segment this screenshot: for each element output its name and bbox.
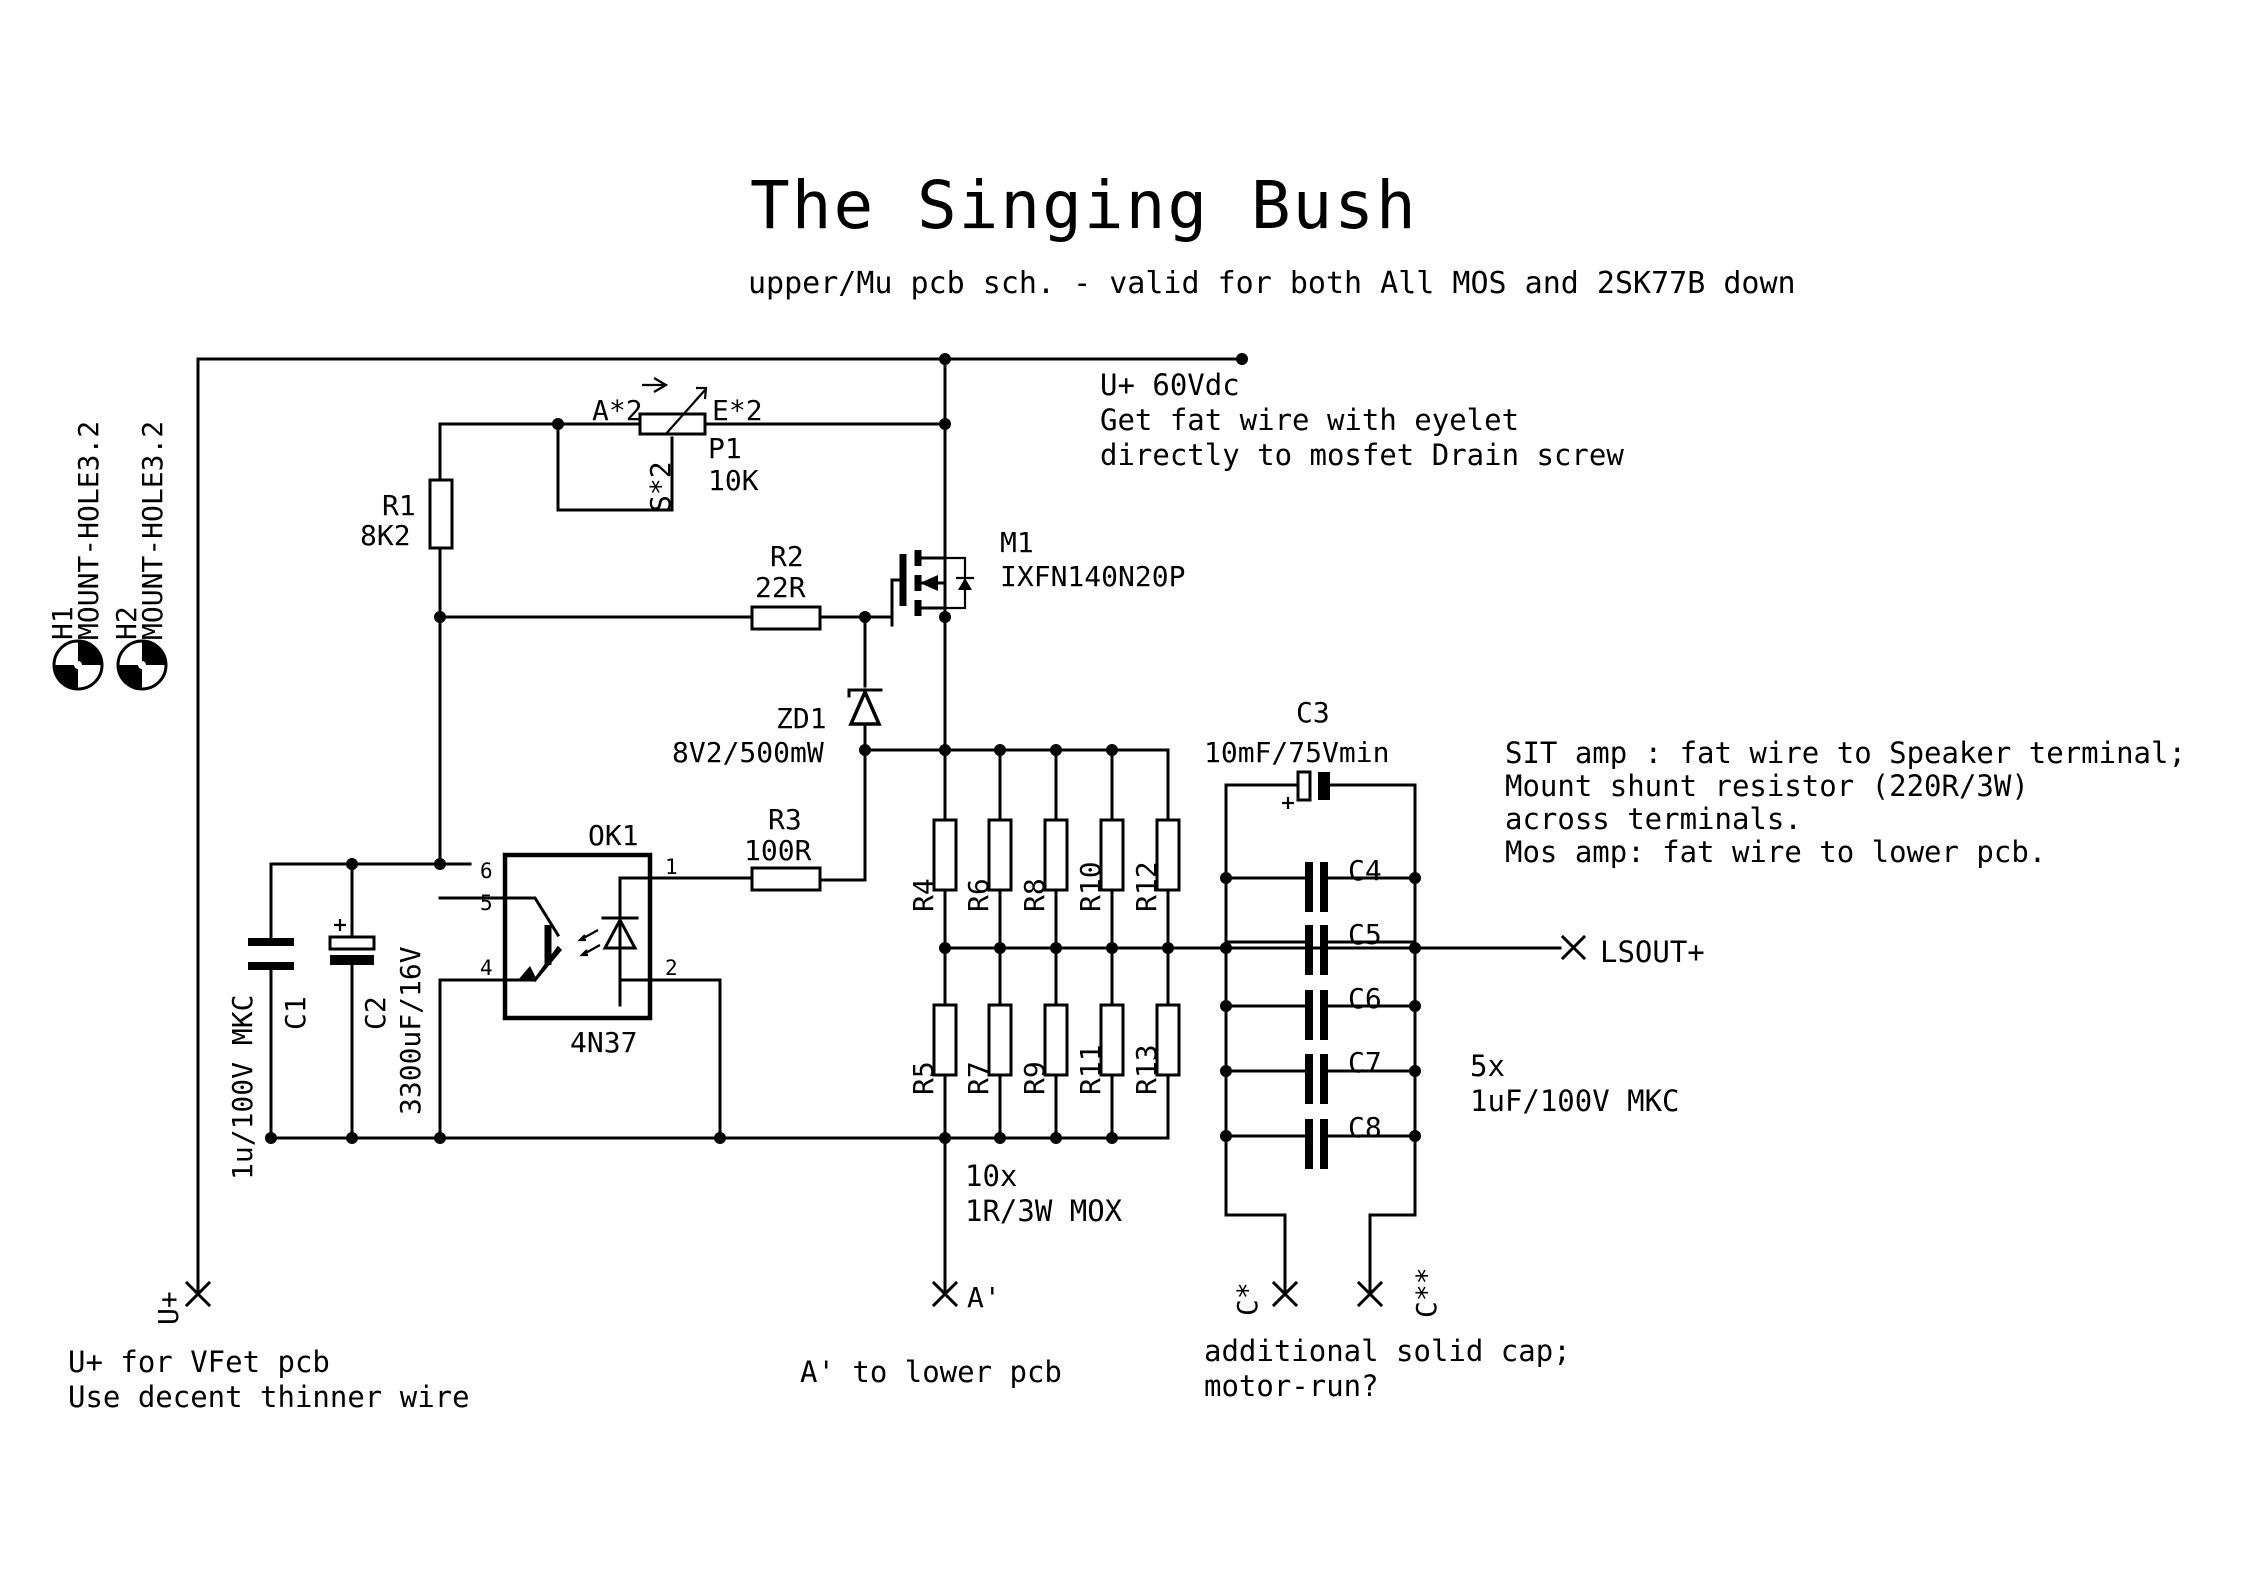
resistor-note-line1: 10x — [965, 1159, 1017, 1193]
c5-name: C5 — [1348, 918, 1382, 951]
p1-name: P1 — [708, 432, 742, 465]
c8-name: C8 — [1348, 1111, 1382, 1144]
supply-note-line3: directly to mosfet Drain screw — [1100, 438, 1624, 472]
aprime-label: A' — [967, 1281, 1001, 1314]
c6-name: C6 — [1348, 982, 1382, 1015]
r5-name: R5 — [907, 1061, 940, 1095]
c1-value: 1u/100V MKC — [226, 995, 259, 1180]
m1-name: M1 — [1000, 526, 1034, 559]
r9-name: R9 — [1018, 1061, 1051, 1095]
resistor-r2: R2 22R — [750, 540, 822, 631]
c1-name: C1 — [279, 996, 312, 1030]
r2-value: 22R — [755, 571, 806, 604]
sit-note-line1: SIT amp : fat wire to Speaker terminal; — [1505, 736, 2186, 770]
r1-name: R1 — [382, 489, 416, 522]
p1-value: 10K — [708, 464, 759, 497]
uplus-note-line2: Use decent thinner wire — [68, 1380, 470, 1414]
mount-hole-h2: H2 MOUNT-HOLE3.2 — [110, 421, 169, 691]
ok1-pin-5: 5 — [480, 891, 493, 915]
r4-name: R4 — [907, 878, 940, 912]
optocoupler-ok1: OK1 4N37 1 2 4 5 6 — [480, 819, 678, 1059]
sit-note-line4: Mos amp: fat wire to lower pcb. — [1505, 835, 2046, 869]
supply-note-line1: U+ 60Vdc — [1100, 368, 1240, 402]
r11-name: R11 — [1074, 1044, 1107, 1095]
terminal-uplus: U+ — [152, 1280, 212, 1325]
capacitor-c1: 1u/100V MKC C1 — [226, 938, 312, 1180]
c-star2-label: C** — [1410, 1267, 1443, 1318]
c7-name: C7 — [1348, 1046, 1382, 1079]
page-subtitle: upper/Mu pcb sch. - valid for both All M… — [748, 266, 1796, 301]
resistor-note-line2: 1R/3W MOX — [965, 1194, 1123, 1228]
aprime-note: A' to lower pcb — [800, 1355, 1062, 1389]
r6-name: R6 — [962, 878, 995, 912]
uplus-label: U+ — [152, 1291, 185, 1325]
r2-name: R2 — [770, 540, 804, 573]
cap-extra-note-line1: additional solid cap; — [1204, 1334, 1571, 1368]
ok1-value: 4N37 — [570, 1026, 637, 1059]
lsout-label: LSOUT+ — [1600, 935, 1705, 969]
ok1-name: OK1 — [588, 819, 639, 852]
p1-pin-s: S*2 — [644, 461, 677, 512]
page-title: The Singing Bush — [750, 167, 1418, 244]
terminal-aprime: A' — [931, 1280, 1001, 1314]
c-star-label: C* — [1231, 1282, 1264, 1316]
zd1-name: ZD1 — [776, 702, 827, 735]
cap-extra-note-line2: motor-run? — [1204, 1369, 1379, 1403]
junctions — [265, 353, 1421, 1144]
terminal-c-star: C* — [1231, 1280, 1299, 1316]
cap-note-line1: 5x — [1470, 1049, 1505, 1083]
mount-hole-h1: H1 MOUNT-HOLE3.2 — [46, 421, 105, 691]
r13-name: R13 — [1130, 1044, 1163, 1095]
c3-name: C3 — [1296, 696, 1330, 729]
zener-zd1: ZD1 8V2/500mW — [672, 687, 883, 769]
capacitor-bank: C4 C5 C6 C7 C8 — [1305, 854, 1382, 1169]
r3-name: R3 — [768, 803, 802, 836]
sit-note-line2: Mount shunt resistor (220R/3W) — [1505, 769, 2029, 803]
p1-pin-e: E*2 — [712, 394, 763, 427]
r1-value: 8K2 — [360, 519, 411, 552]
c2-value: 3300uF/16V — [394, 946, 427, 1115]
terminal-lsout: LSOUT+ — [1560, 934, 1705, 969]
mosfet-m1: M1 IXFN140N20P — [890, 526, 1185, 627]
mount-hole-h2-value: MOUNT-HOLE3.2 — [136, 421, 169, 640]
capacitor-c3: C3 10mF/75Vmin — [1204, 696, 1389, 809]
r3-value: 100R — [744, 834, 812, 867]
mount-hole-h1-name: H1 — [46, 606, 79, 640]
ok1-pin-2: 2 — [665, 956, 678, 980]
p1-pin-a: A*2 — [592, 394, 643, 427]
ok1-pin-4: 4 — [480, 956, 493, 980]
sit-note-line3: across terminals. — [1505, 802, 1802, 836]
capacitor-c2: C2 3300uF/16V — [328, 919, 427, 1115]
r7-name: R7 — [962, 1061, 995, 1095]
resistor-r3: R3 100R — [744, 803, 822, 892]
potentiometer-p1: A*2 E*2 S*2 P1 10K — [592, 377, 763, 512]
uplus-note-line1: U+ for VFet pcb — [68, 1345, 330, 1379]
zd1-value: 8V2/500mW — [672, 736, 824, 769]
m1-value: IXFN140N20P — [1000, 560, 1185, 593]
c4-name: C4 — [1348, 854, 1382, 887]
c2-name: C2 — [359, 996, 392, 1030]
cap-note-line2: 1uF/100V MKC — [1470, 1084, 1680, 1118]
ok1-pin-6: 6 — [480, 859, 493, 883]
mount-hole-h1-value: MOUNT-HOLE3.2 — [72, 421, 105, 640]
mount-hole-h2-name: H2 — [110, 606, 143, 640]
terminal-c-star2: C** — [1356, 1267, 1443, 1318]
supply-note-line2: Get fat wire with eyelet — [1100, 403, 1519, 437]
resistor-r1: R1 8K2 — [360, 478, 454, 552]
r10-name: R10 — [1074, 861, 1107, 912]
resistor-bank: R4 R6 R8 R10 R12 R5 R7 R9 R11 R13 — [907, 818, 1181, 1095]
ok1-pin-1: 1 — [665, 855, 678, 879]
r8-name: R8 — [1018, 878, 1051, 912]
r12-name: R12 — [1130, 861, 1163, 912]
c3-value: 10mF/75Vmin — [1204, 736, 1389, 769]
